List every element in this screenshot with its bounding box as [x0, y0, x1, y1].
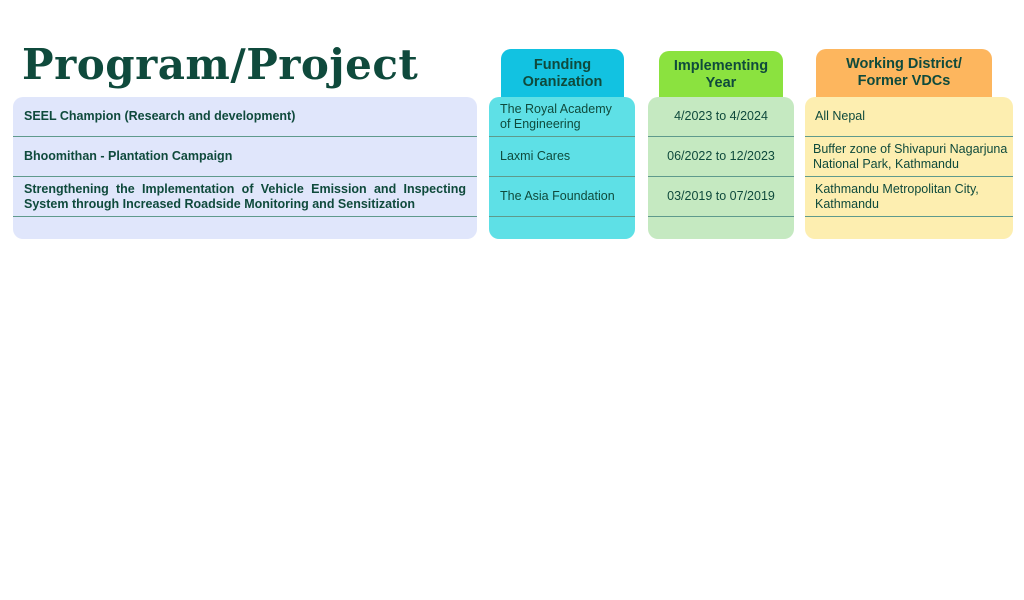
working-district: All Nepal	[815, 109, 866, 123]
funding-cell: The Asia Foundation	[489, 177, 635, 217]
funding-organization-header-label: Funding Oranization	[522, 56, 603, 90]
funding-organization-column: The Royal Academy of Engineering Laxmi C…	[489, 97, 635, 239]
program-column: SEEL Champion (Research and development)…	[13, 97, 477, 239]
program-name: Strengthening the Implementation of Vehi…	[24, 181, 466, 211]
program-name: SEEL Champion (Research and development)	[24, 109, 296, 123]
program-cell-empty	[13, 217, 477, 238]
working-district: Kathmandu Metropolitan City, Kathmandu	[815, 181, 979, 211]
program-name: Bhoomithan - Plantation Campaign	[24, 149, 233, 163]
district-cell: Buffer zone of Shivapuri Nagarjuna Natio…	[805, 137, 1013, 177]
program-cell: SEEL Champion (Research and development)	[13, 97, 477, 137]
district-cell-empty	[805, 217, 1013, 238]
implementing-year: 06/2022 to 12/2023	[667, 149, 775, 163]
district-cell: All Nepal	[805, 97, 1013, 137]
program-cell: Bhoomithan - Plantation Campaign	[13, 137, 477, 177]
implementing-year: 4/2023 to 4/2024	[674, 109, 768, 123]
implementing-year-column: 4/2023 to 4/2024 06/2022 to 12/2023 03/2…	[648, 97, 794, 239]
funding-cell-empty	[489, 217, 635, 238]
funding-organization-header: Funding Oranization	[501, 49, 624, 98]
year-cell: 03/2019 to 07/2019	[648, 177, 794, 217]
working-district-header-label: Working District/ Former VDCs	[846, 56, 962, 89]
funding-cell: The Royal Academy of Engineering	[489, 97, 635, 137]
funding-organization-name: The Asia Foundation	[500, 189, 615, 203]
funding-organization-name: The Royal Academy of Engineering	[500, 101, 612, 131]
working-district-header: Working District/ Former VDCs	[816, 49, 992, 97]
funding-organization-name: Laxmi Cares	[500, 149, 571, 163]
page-title: Program/Project	[22, 40, 419, 89]
year-cell: 4/2023 to 4/2024	[648, 97, 794, 137]
year-cell-empty	[648, 217, 794, 238]
implementing-year: 03/2019 to 07/2019	[667, 189, 775, 203]
working-district-column: All Nepal Buffer zone of Shivapuri Nagar…	[805, 97, 1013, 239]
implementing-year-header-label: Implementing Year	[673, 57, 769, 91]
implementing-year-header: Implementing Year	[659, 51, 783, 98]
working-district: Buffer zone of Shivapuri Nagarjuna Natio…	[813, 141, 1008, 171]
year-cell: 06/2022 to 12/2023	[648, 137, 794, 177]
district-cell: Kathmandu Metropolitan City, Kathmandu	[805, 177, 1013, 217]
program-cell: Strengthening the Implementation of Vehi…	[13, 177, 477, 217]
funding-cell: Laxmi Cares	[489, 137, 635, 177]
